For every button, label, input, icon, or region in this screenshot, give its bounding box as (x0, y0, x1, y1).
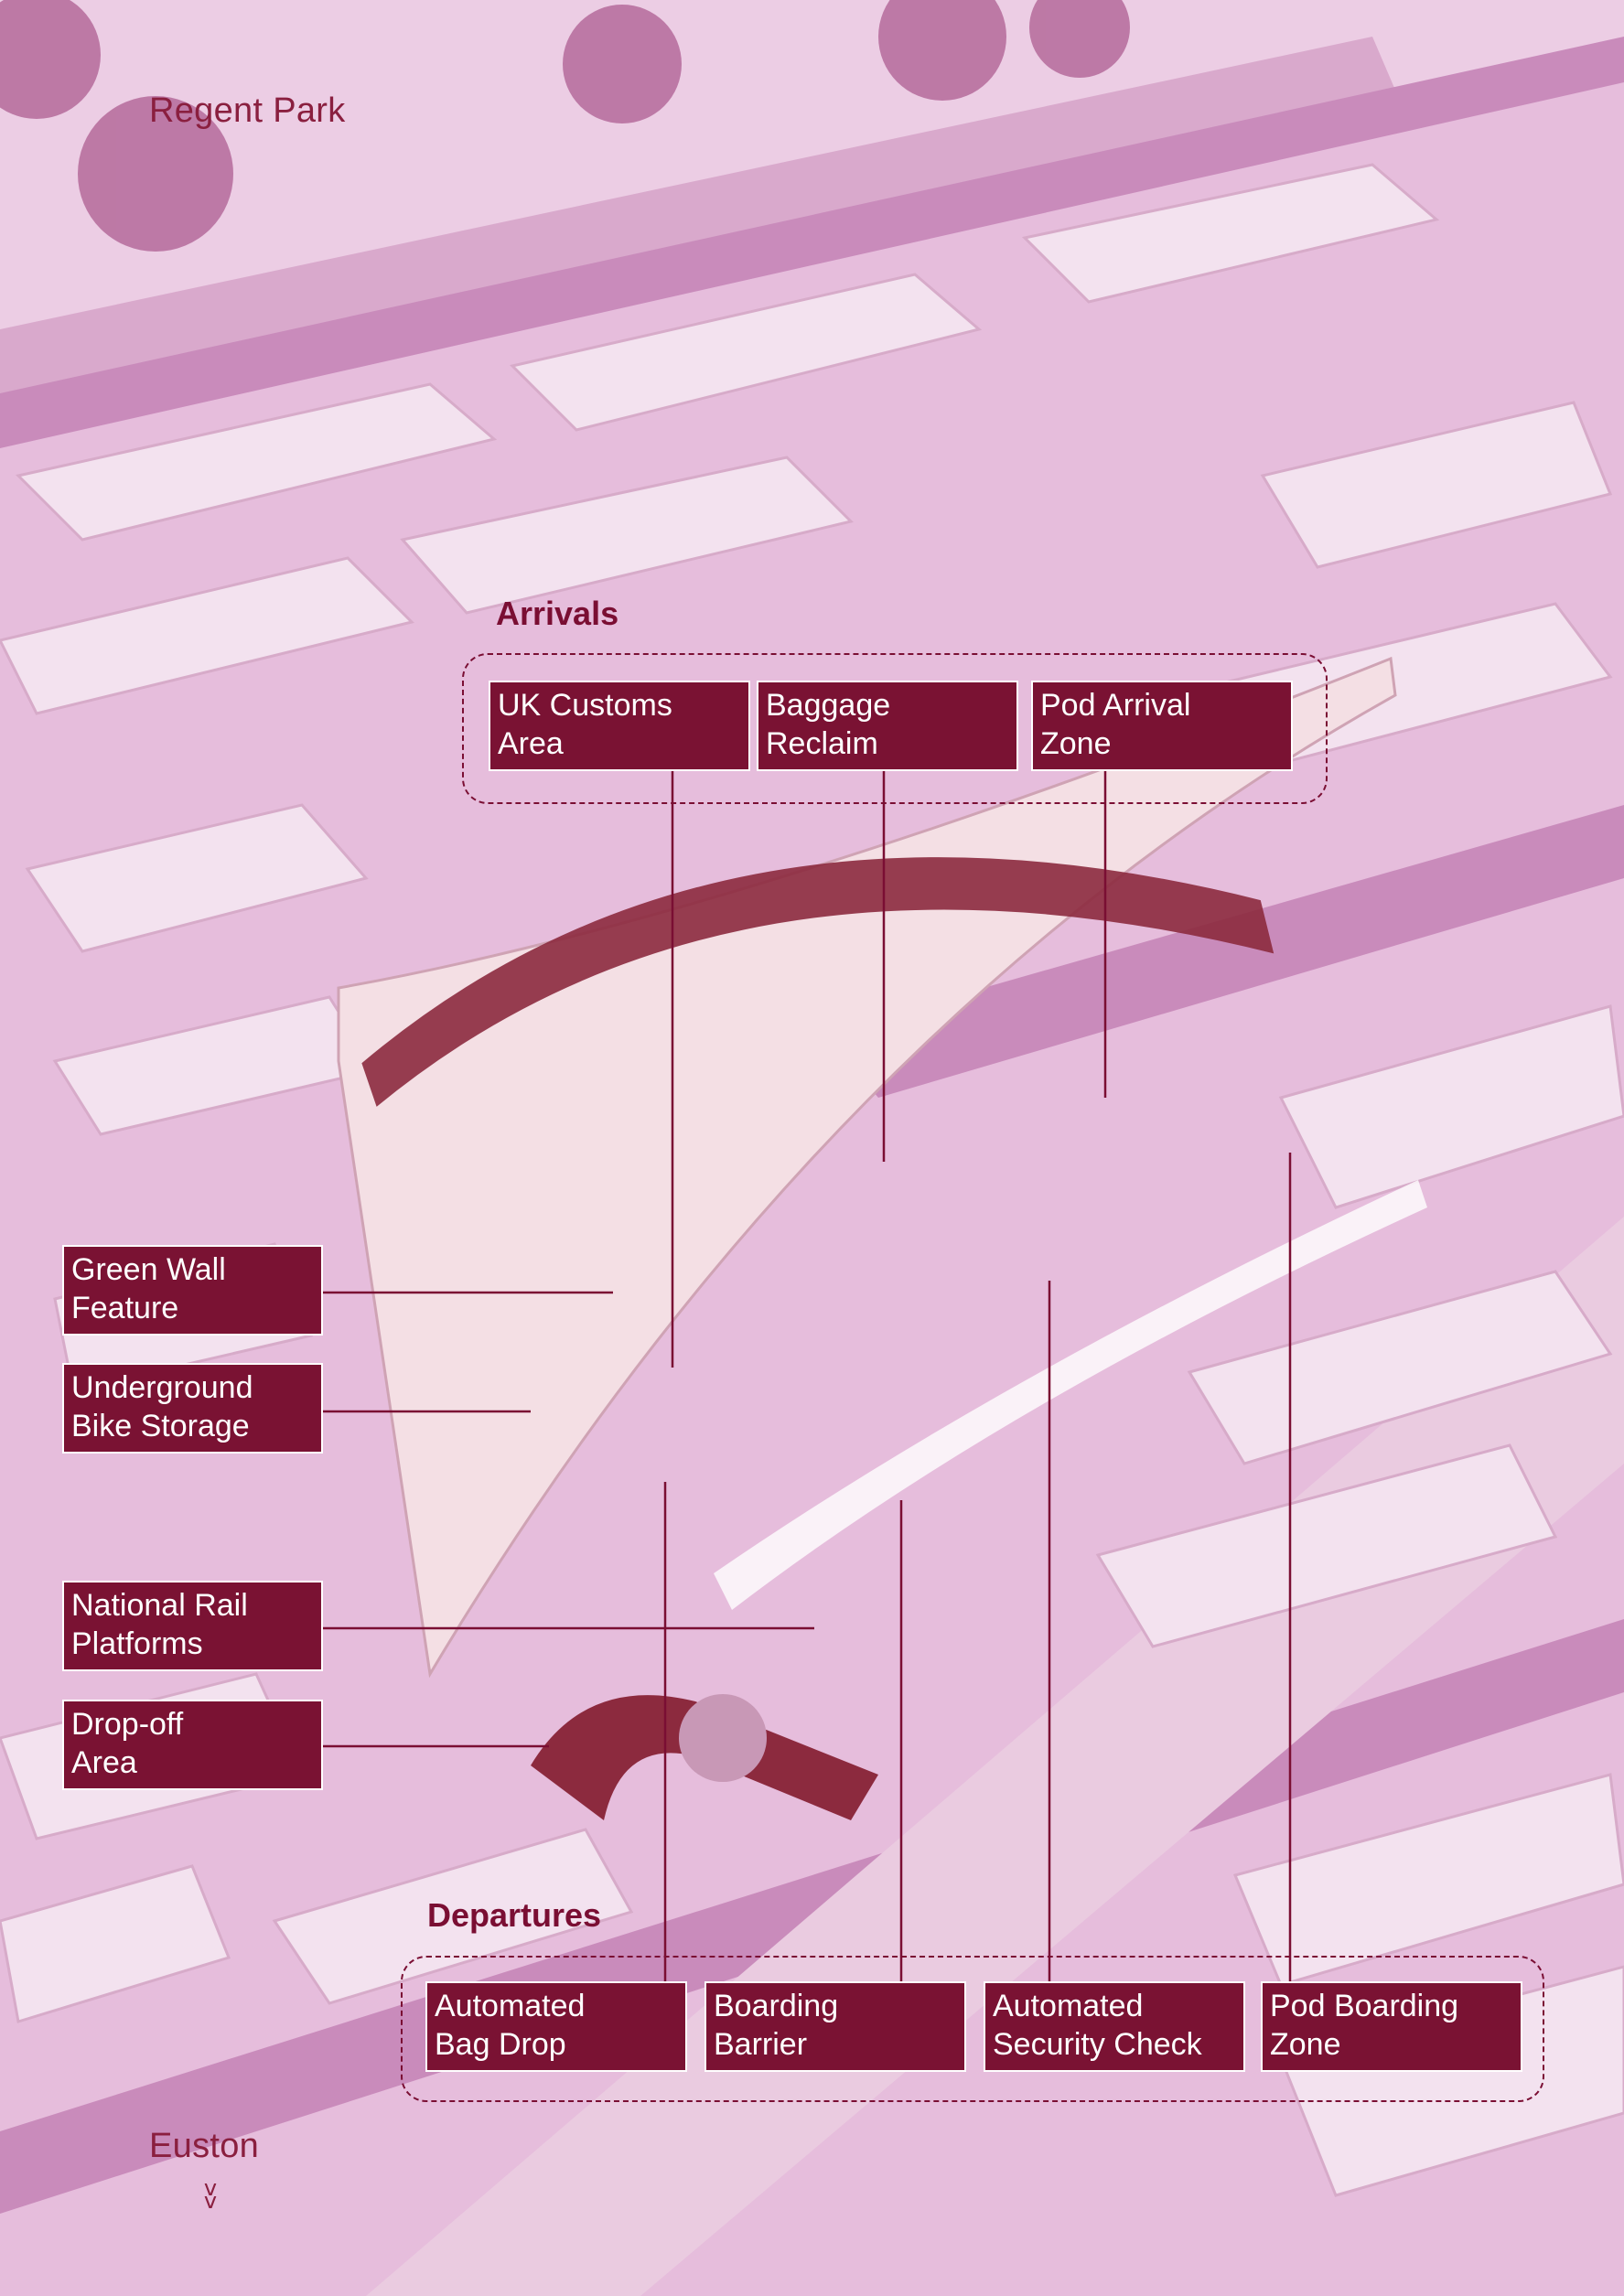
green-wall (361, 857, 1274, 1107)
callout-pod-arrival-zone: Pod Arrival Zone (1031, 681, 1293, 771)
leader-lines (320, 771, 1292, 1982)
rail-platform-strip (714, 1180, 1427, 1610)
callout-pod-boarding-zone: Pod Boarding Zone (1261, 1981, 1522, 2072)
callout-green-wall-feature: Green Wall Feature (62, 1245, 323, 1336)
departures-group-frame (401, 1956, 1544, 2102)
road-curve-east (823, 805, 1624, 1098)
callout-automated-security-check: Automated Security Check (984, 1981, 1245, 2072)
park-trees (0, 0, 1130, 252)
chevron-down-icon: v v (203, 2175, 218, 2214)
dropoff-tree (679, 1694, 767, 1782)
callout-underground-bike-storage: Underground Bike Storage (62, 1363, 323, 1454)
callout-baggage-reclaim: Baggage Reclaim (757, 681, 1018, 771)
callout-automated-bag-drop: Automated Bag Drop (425, 1981, 687, 2072)
callout-national-rail-platforms: National Rail Platforms (62, 1581, 323, 1671)
callout-drop-off-area: Drop-off Area (62, 1700, 323, 1790)
road-north (0, 37, 1624, 448)
arrivals-group-frame (462, 653, 1328, 804)
arrivals-title: Arrivals (496, 595, 619, 632)
callout-uk-customs-area: UK Customs Area (489, 681, 750, 771)
departures-title: Departures (427, 1896, 602, 1934)
place-label-regent-park: Regent Park (149, 91, 346, 130)
place-label-euston: Euston (149, 2127, 260, 2165)
callout-boarding-barrier: Boarding Barrier (704, 1981, 966, 2072)
